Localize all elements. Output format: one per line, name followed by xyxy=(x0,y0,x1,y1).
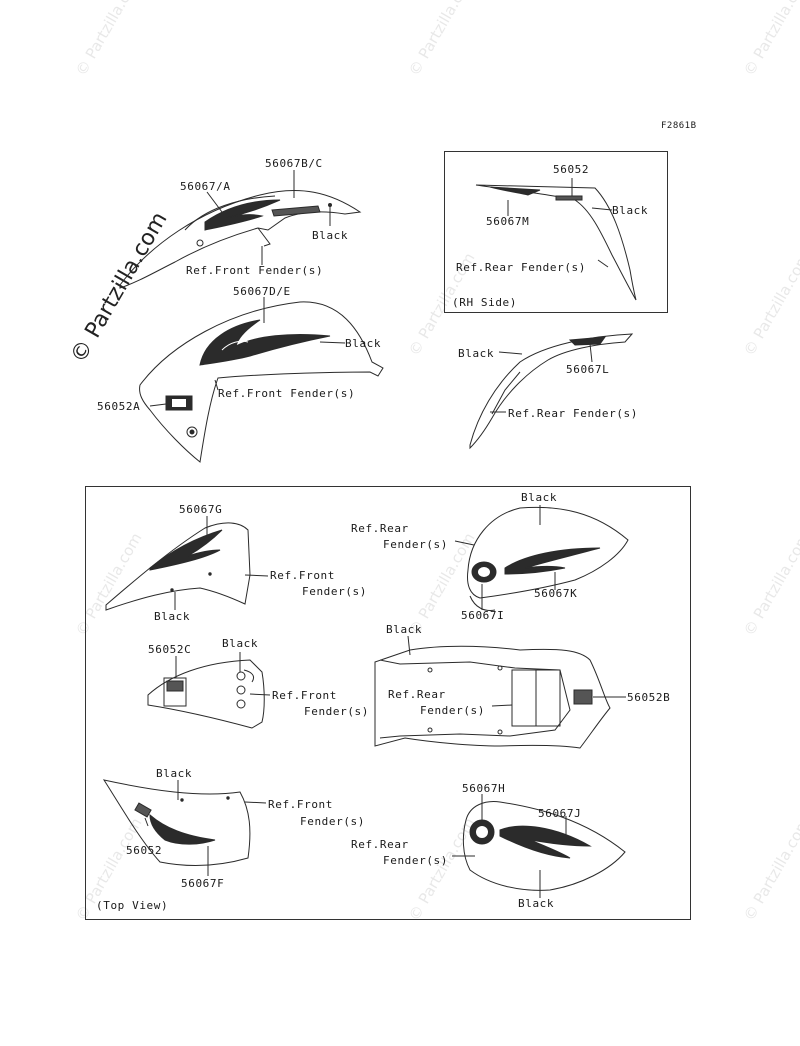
label-ref-front-4b: Fender(s) xyxy=(304,705,370,718)
decal-56067l xyxy=(568,336,607,346)
label-56067h: 56067H xyxy=(462,782,506,795)
label-56052b: 56052B xyxy=(627,691,671,704)
fender-56052c xyxy=(147,659,265,729)
label-ref-front-5a: Ref.Front xyxy=(268,798,334,811)
label-ref-front-fender-2: Ref.Front Fender(s) xyxy=(218,387,356,400)
label-56052c: 56052C xyxy=(148,643,192,656)
label-black-4: Black xyxy=(458,347,495,360)
label-rh-side: (RH Side) xyxy=(452,296,518,309)
front-fender-g xyxy=(105,522,251,611)
decal-56052 xyxy=(555,195,583,201)
label-top-view: (Top View) xyxy=(96,899,169,912)
decal-56067de xyxy=(199,319,331,366)
label-56067de: 56067D/E xyxy=(233,285,291,298)
label-56067f: 56067F xyxy=(181,877,225,890)
label-56067k: 56067K xyxy=(534,587,578,600)
label-56067j: 56067J xyxy=(538,807,582,820)
tail-cowl-b xyxy=(374,645,611,749)
decal-56067g xyxy=(149,529,223,571)
label-56052-top: 56052 xyxy=(553,163,590,176)
decal-56052-top-view xyxy=(134,802,152,818)
label-ref-front-3b: Fender(s) xyxy=(302,585,368,598)
rear-fender-lh xyxy=(469,333,634,450)
decal-56067j xyxy=(499,825,592,859)
front-fender-side xyxy=(139,301,384,463)
label-ref-rear-3b: Fender(s) xyxy=(383,538,449,551)
rear-fender-ik xyxy=(467,506,629,611)
decal-56067bc xyxy=(271,205,321,217)
label-ref-rear-4b: Fender(s) xyxy=(420,704,486,717)
rear-fender-hj xyxy=(462,801,626,891)
label-black-9: Black xyxy=(156,767,193,780)
label-ref-rear-3a: Ref.Rear xyxy=(351,522,409,535)
rear-fender-rh xyxy=(475,184,637,301)
label-ref-rear-5a: Ref.Rear xyxy=(351,838,409,851)
top-view-frame xyxy=(85,486,691,920)
label-ref-front-3a: Ref.Front xyxy=(270,569,336,582)
label-ref-front-fender-1: Ref.Front Fender(s) xyxy=(186,264,324,277)
label-56052-bottom: 56052 xyxy=(126,844,163,857)
label-black-10: Black xyxy=(518,897,555,910)
label-56067bc: 56067B/C xyxy=(265,157,323,170)
label-black-6: Black xyxy=(521,491,558,504)
front-fender-top xyxy=(119,190,362,289)
decal-56067m xyxy=(489,186,541,196)
label-ref-rear-5b: Fender(s) xyxy=(383,854,449,867)
figure-code: F2861B xyxy=(661,121,697,131)
label-ref-front-5b: Fender(s) xyxy=(300,815,366,828)
label-56067a: 56067/A xyxy=(180,180,231,193)
label-black-3: Black xyxy=(612,204,649,217)
front-fender-f-top-view xyxy=(102,779,251,866)
decal-56067a xyxy=(204,199,281,231)
label-ref-rear-4a: Ref.Rear xyxy=(388,688,446,701)
label-black-5: Black xyxy=(154,610,191,623)
decal-56067f xyxy=(149,813,216,845)
decal-56052c xyxy=(163,677,187,707)
label-56067i: 56067I xyxy=(461,609,505,622)
label-56067m: 56067M xyxy=(486,215,530,228)
decal-56067k xyxy=(504,547,601,575)
label-black-1: Black xyxy=(312,229,349,242)
label-black-2: Black xyxy=(345,337,382,350)
label-56052a: 56052A xyxy=(97,400,141,413)
label-black-8: Black xyxy=(386,623,423,636)
label-56067l: 56067L xyxy=(566,363,610,376)
label-ref-front-4a: Ref.Front xyxy=(272,689,338,702)
label-black-7: Black xyxy=(222,637,259,650)
label-ref-rear-fender-2: Ref.Rear Fender(s) xyxy=(508,407,639,420)
label-ref-rear-fender-1: Ref.Rear Fender(s) xyxy=(456,261,587,274)
rh-side-frame xyxy=(444,151,668,313)
decal-56052b xyxy=(573,689,593,705)
label-56067g: 56067G xyxy=(179,503,223,516)
